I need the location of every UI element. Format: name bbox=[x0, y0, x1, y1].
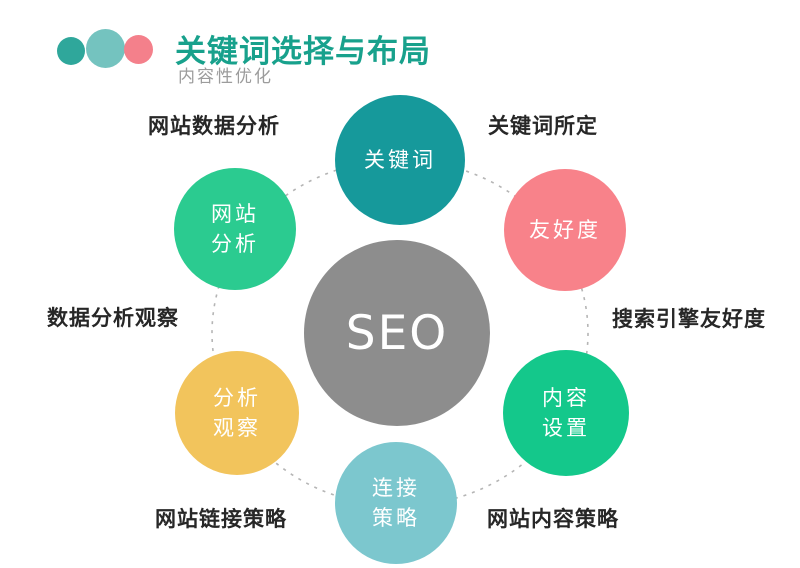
node-link-strategy-label: 连接 策略 bbox=[372, 473, 420, 534]
node-keyword-label: 关键词 bbox=[364, 145, 436, 175]
node-analysis-observe-line1: 分析 bbox=[213, 385, 261, 410]
orbit-ellipse bbox=[211, 159, 589, 507]
node-link-strategy-line2: 策略 bbox=[372, 506, 420, 530]
node-link-strategy: 连接 策略 bbox=[335, 442, 457, 564]
node-content-setting-label: 内容 设置 bbox=[542, 383, 590, 444]
annotation-site-link-strategy: 网站链接策略 bbox=[155, 507, 287, 531]
node-site-analysis: 网站 分析 bbox=[174, 168, 296, 290]
node-content-setting: 内容 设置 bbox=[503, 350, 629, 476]
node-link-strategy-line1: 连接 bbox=[372, 475, 420, 500]
node-site-analysis-line2: 分析 bbox=[211, 232, 259, 256]
node-site-analysis-line1: 网站 bbox=[211, 201, 259, 226]
header-dot-light-teal bbox=[86, 29, 125, 68]
node-content-setting-line1: 内容 bbox=[542, 385, 590, 410]
node-seo: SEO bbox=[304, 240, 490, 426]
node-analysis-observe: 分析 观察 bbox=[175, 351, 299, 475]
page-subtitle: 内容性优化 bbox=[178, 67, 273, 87]
annotation-data-analysis-observe: 数据分析观察 bbox=[47, 306, 179, 330]
annotation-site-data-analysis: 网站数据分析 bbox=[148, 114, 280, 138]
header-dot-pink bbox=[124, 35, 153, 64]
annotation-search-engine-friendly: 搜索引擎友好度 bbox=[612, 307, 766, 331]
node-keyword-line: 关键词 bbox=[364, 147, 436, 172]
node-seo-label: SEO bbox=[345, 305, 449, 361]
node-friendliness-line: 友好度 bbox=[529, 217, 601, 242]
node-friendliness-label: 友好度 bbox=[529, 215, 601, 245]
header-dot-dark-teal bbox=[57, 37, 85, 65]
node-friendliness: 友好度 bbox=[504, 169, 626, 291]
node-content-setting-line2: 设置 bbox=[542, 416, 590, 440]
annotation-keyword-determination: 关键词所定 bbox=[488, 114, 598, 138]
annotation-site-content-strategy: 网站内容策略 bbox=[487, 507, 619, 531]
page-title: 关键词选择与布局 bbox=[175, 34, 431, 70]
node-site-analysis-label: 网站 分析 bbox=[211, 199, 259, 260]
node-analysis-observe-line2: 观察 bbox=[213, 416, 261, 440]
node-analysis-observe-label: 分析 观察 bbox=[213, 383, 261, 444]
node-keyword: 关键词 bbox=[335, 95, 465, 225]
